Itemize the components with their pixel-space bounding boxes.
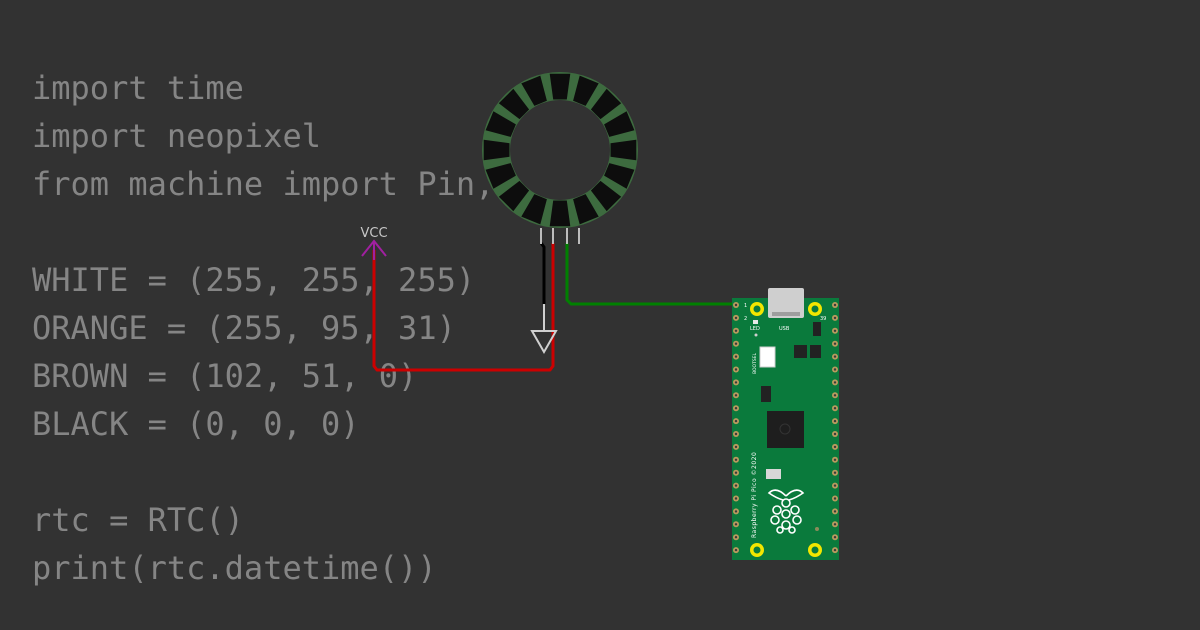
ring-pixel [590,88,622,120]
pico-pads [733,302,838,554]
pin-39-label: 39 [820,316,826,322]
ring-pixel [610,139,637,161]
ring-pixel [485,111,516,137]
ring-pixel [604,163,635,189]
ring-pixel [604,111,635,137]
ring-pixel [549,200,571,227]
bootsel-label: BOOTSEL [752,352,758,374]
ring-pixel [573,75,599,106]
model-label: Raspberry Pi Pico ©2020 [751,452,758,538]
pin-1-label: 1 [744,303,747,309]
led [753,320,758,324]
code-line: WHITE = (255, 255, 255) [32,261,476,299]
ring-pixel [573,194,599,225]
ring-pixel [485,163,516,189]
wires [372,242,742,372]
code-line: import time [32,69,244,107]
ring-pins [540,228,580,244]
code-line: BROWN = (102, 51, 0) [32,357,418,395]
ring-pixel [498,180,530,212]
pin-2-label: 2 [744,316,747,322]
vcc-wire[interactable] [372,243,555,372]
bootsel-button[interactable] [759,346,776,368]
vcc-label: VCC [360,226,387,241]
neopixel-ring[interactable] [482,72,638,244]
ring-pixels [483,73,637,227]
ground-wire[interactable] [539,242,546,304]
raspberry-logo-icon [767,489,805,534]
ring-pixel [549,73,571,100]
ring-pixel [590,180,622,212]
code-line: ORANGE = (255, 95, 31) [32,309,456,347]
data-wire[interactable] [565,243,742,306]
code-line: print(rtc.datetime()) [32,549,437,587]
mounting-holes [750,302,822,557]
ring-pixel [483,139,510,161]
pico-board[interactable]: 1 2 39 LED USB BOOTSEL Raspberry Pi Pico… [732,288,839,560]
usb-connector [768,288,804,318]
code-line: import neopixel [32,117,321,155]
code-line: BLACK = (0, 0, 0) [32,405,360,443]
vcc-symbol[interactable]: VCC [360,226,388,260]
ring-pixel [521,194,547,225]
ground-triangle-icon [530,330,558,355]
rp2040-chip [767,411,804,448]
ground-symbol[interactable] [530,304,558,355]
ring-pixel [521,75,547,106]
led-label: LED [750,326,760,332]
ring-pixel [498,88,530,120]
code-line: rtc = RTC() [32,501,244,539]
usb-label: USB [779,326,790,332]
